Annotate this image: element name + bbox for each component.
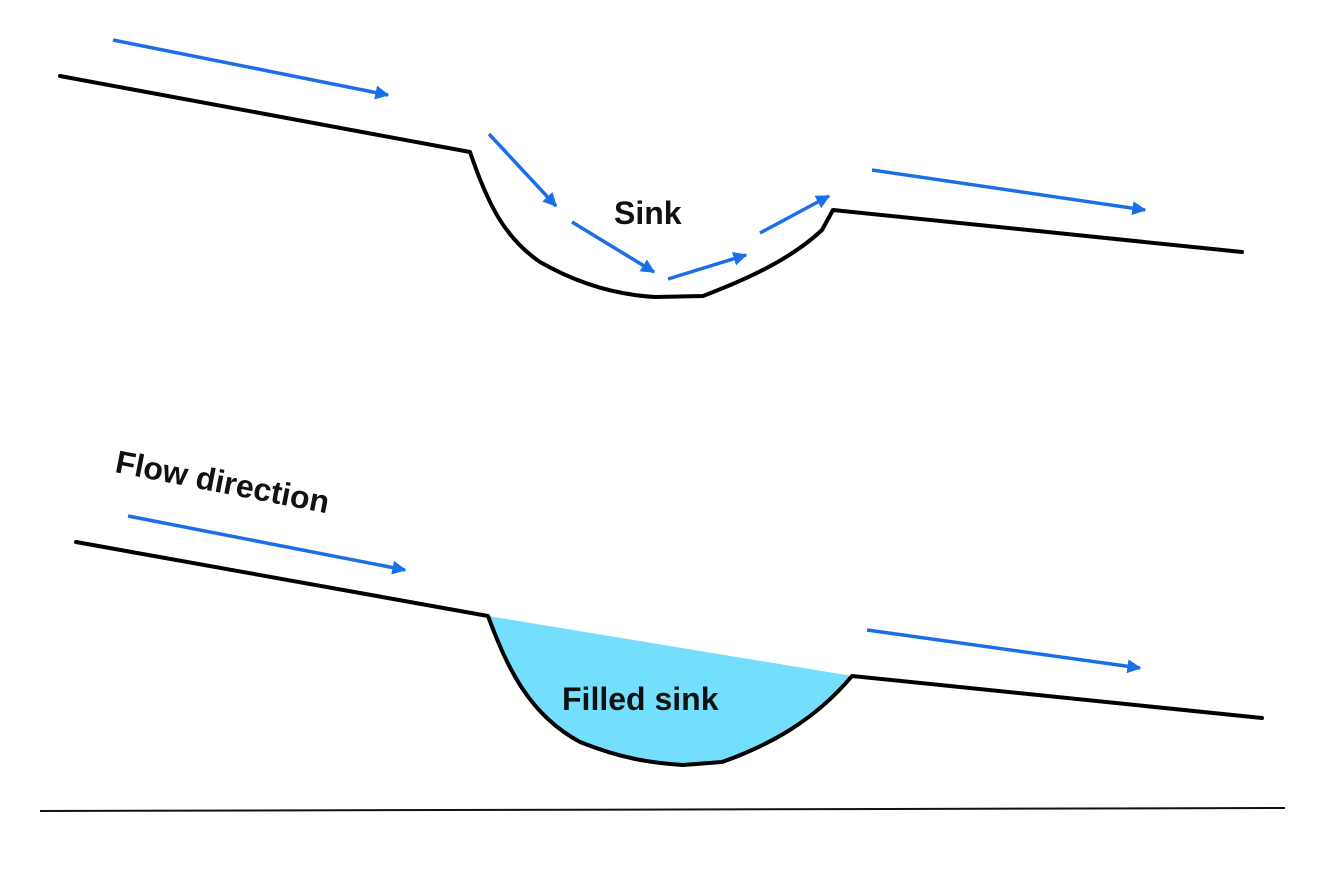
baseline [39, 807, 1286, 812]
sink-label: Sink [614, 195, 682, 231]
water-fill [488, 616, 852, 765]
flow-arrow [866, 628, 1142, 674]
filled-sink-panel: Flow direction Filled sink [39, 444, 1286, 812]
filled-sink-label: Filled sink [562, 681, 719, 717]
flow-arrow [871, 168, 1147, 216]
flow-arrow [667, 252, 748, 281]
flow-arrow [127, 514, 407, 575]
terrain-with-sink [58, 74, 1244, 299]
sink-panel: Sink [58, 38, 1244, 299]
terrain-with-filled-sink [74, 540, 1264, 767]
flow-arrow [571, 220, 656, 274]
flow-arrow [759, 194, 831, 235]
flow-arrow [112, 38, 390, 100]
flow-arrow [487, 132, 558, 208]
flow-direction-label: Flow direction [113, 444, 333, 521]
